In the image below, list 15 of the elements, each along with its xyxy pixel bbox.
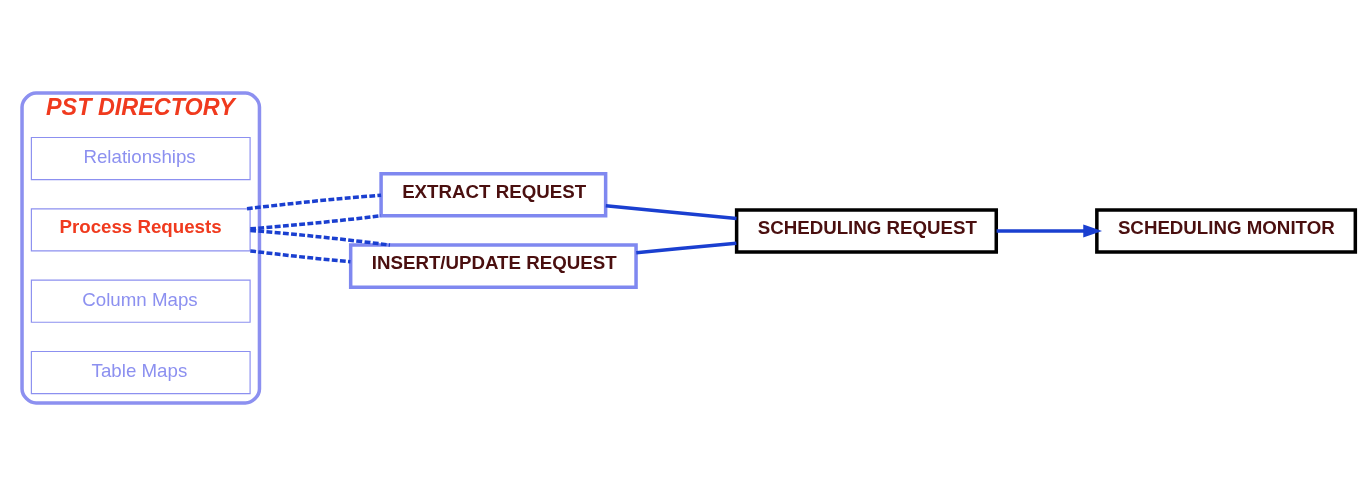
node-box: Table Maps	[30, 350, 251, 394]
node-box: Relationships	[30, 136, 251, 180]
node-box: INSERT/UPDATE REQUEST	[348, 242, 638, 289]
node-box: Column Maps	[30, 279, 251, 323]
connector	[250, 228, 391, 247]
node-box: SCHEDULING REQUEST	[734, 207, 999, 254]
arrow	[996, 223, 1103, 238]
connector	[605, 203, 737, 220]
node-box: Process Requests	[30, 207, 251, 251]
node-box: EXTRACT REQUEST	[379, 171, 608, 218]
connector	[250, 213, 382, 231]
connector	[250, 248, 351, 264]
connector	[246, 192, 382, 211]
node-box: SCHEDULING MONITOR	[1095, 207, 1358, 254]
connector	[636, 241, 737, 254]
